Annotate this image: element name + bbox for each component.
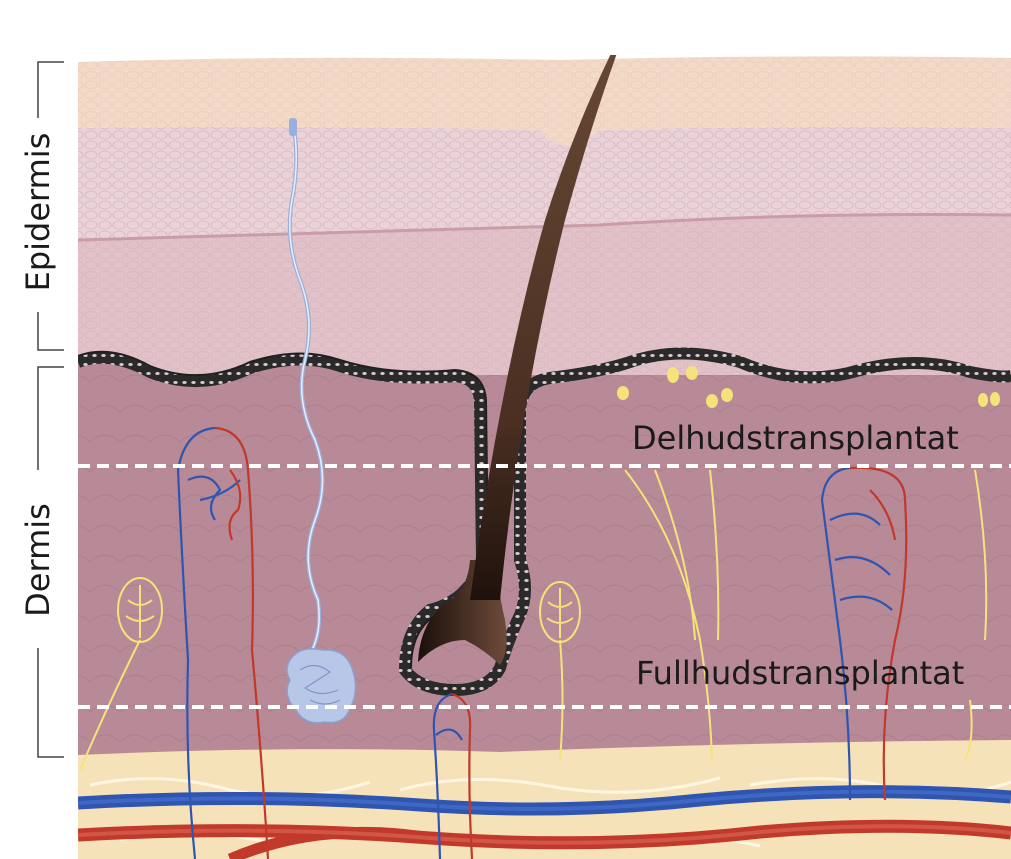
full-graft-label: Fullhudstransplantat [636, 654, 964, 692]
dermis-label: Dermis [19, 503, 57, 617]
epidermis-label: Epidermis [19, 133, 57, 292]
sweat-pore [289, 118, 297, 136]
split-graft-label: Delhudstransplantat [632, 419, 959, 457]
sweat-gland [287, 649, 356, 723]
